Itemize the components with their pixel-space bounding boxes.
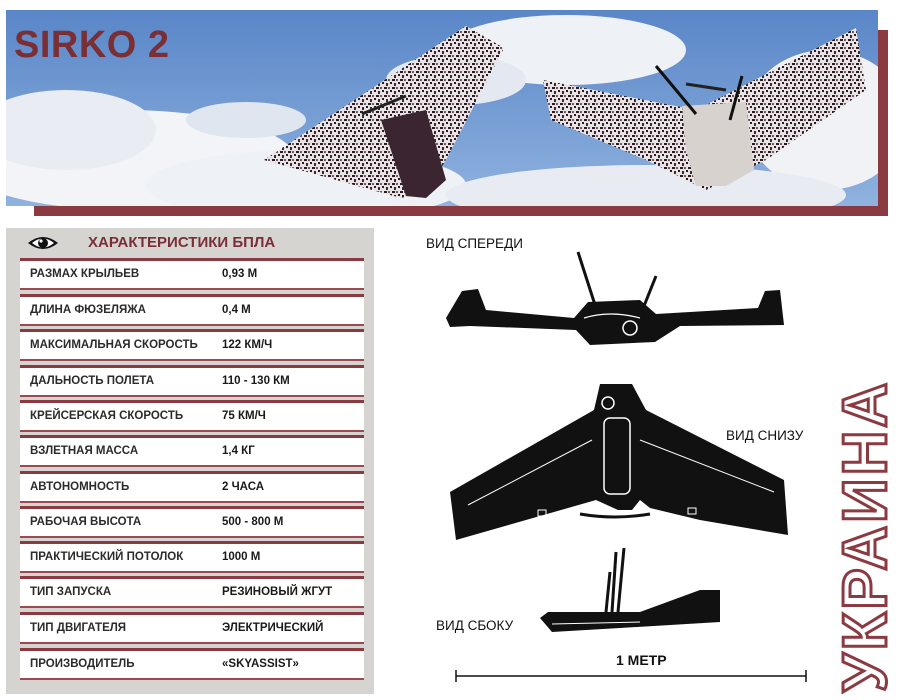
spec-value: «SKYASSIST» <box>222 658 299 670</box>
bottom-view-label: ВИД СНИЗУ <box>726 428 804 443</box>
spec-row: КРЕЙСЕРСКАЯ СКОРОСТЬ 75 КМ/Ч <box>20 400 364 432</box>
spec-label: ДЛИНА ФЮЗЕЛЯЖА <box>30 304 146 316</box>
spec-row: ВЗЛЕТНАЯ МАССА 1,4 КГ <box>20 435 364 467</box>
drone-photo-right <box>543 28 866 190</box>
page-title: SIRKO 2 <box>14 24 170 66</box>
scale-label: 1 МЕТР <box>616 652 667 668</box>
spec-value: 122 КМ/Ч <box>222 339 273 351</box>
spec-value: 0,4 М <box>222 304 251 316</box>
side-view-label: ВИД СБОКУ <box>436 618 514 633</box>
spec-row: ТИП ЗАПУСКА РЕЗИНОВЫЙ ЖГУТ <box>20 576 364 608</box>
spec-label: ТИП ЗАПУСКА <box>30 586 112 598</box>
spec-label: АВТОНОМНОСТЬ <box>30 481 130 493</box>
spec-row: ПРОИЗВОДИТЕЛЬ «SKYASSIST» <box>20 648 364 680</box>
side-lettering: УКРАИНА <box>830 224 900 694</box>
spec-row: АВТОНОМНОСТЬ 2 ЧАСА <box>20 471 364 503</box>
specs-header: ХАРАКТЕРИСТИКИ БПЛА <box>6 228 374 258</box>
specs-panel: ХАРАКТЕРИСТИКИ БПЛА РАЗМАХ КРЫЛЬЕВ 0,93 М… <box>6 228 374 694</box>
spec-value: 0,93 М <box>222 268 258 280</box>
spec-row: ДЛИНА ФЮЗЕЛЯЖА 0,4 М <box>20 294 364 326</box>
spec-value: 75 КМ/Ч <box>222 410 266 422</box>
spec-value: ЭЛЕКТРИЧЕСКИЙ <box>222 622 324 634</box>
spec-label: МАКСИМАЛЬНАЯ СКОРОСТЬ <box>30 339 198 351</box>
drone-photo-left <box>264 26 504 198</box>
spec-label: РАБОЧАЯ ВЫСОТА <box>30 516 142 528</box>
spec-label: ТИП ДВИГАТЕЛЯ <box>30 622 127 634</box>
spec-row: ТИП ДВИГАТЕЛЯ ЭЛЕКТРИЧЕСКИЙ <box>20 612 364 644</box>
spec-value: 2 ЧАСА <box>222 481 265 493</box>
specs-title: ХАРАКТЕРИСТИКИ БПЛА <box>88 234 276 251</box>
side-text: УКРАИНА <box>836 380 896 692</box>
spec-row: МАКСИМАЛЬНАЯ СКОРОСТЬ 122 КМ/Ч <box>20 329 364 361</box>
spec-value: 110 - 130 КМ <box>222 375 290 387</box>
spec-row: ДАЛЬНОСТЬ ПОЛЕТА 110 - 130 КМ <box>20 365 364 397</box>
spec-row: РАБОЧАЯ ВЫСОТА 500 - 800 М <box>20 506 364 538</box>
spec-label: ВЗЛЕТНАЯ МАССА <box>30 445 139 457</box>
spec-label: ДАЛЬНОСТЬ ПОЛЕТА <box>30 375 154 387</box>
spec-value: 1,4 КГ <box>222 445 255 457</box>
spec-row: РАЗМАХ КРЫЛЬЕВ 0,93 М <box>20 258 364 290</box>
side-view-silhouette <box>540 547 720 632</box>
spec-value: 1000 М <box>222 551 261 563</box>
spec-label: ПРАКТИЧЕСКИЙ ПОТОЛОК <box>30 551 184 563</box>
eye-icon <box>26 234 60 257</box>
front-view-silhouette <box>446 251 784 345</box>
spec-label: РАЗМАХ КРЫЛЬЕВ <box>30 268 140 280</box>
scale-bar <box>455 670 807 682</box>
spec-label: ПРОИЗВОДИТЕЛЬ <box>30 658 135 670</box>
banner-photo <box>6 10 878 206</box>
spec-value: РЕЗИНОВЫЙ ЖГУТ <box>222 586 333 598</box>
spec-label: КРЕЙСЕРСКАЯ СКОРОСТЬ <box>30 410 184 422</box>
front-view-label: ВИД СПЕРЕДИ <box>426 236 523 251</box>
spec-row: ПРАКТИЧЕСКИЙ ПОТОЛОК 1000 М <box>20 541 364 573</box>
spec-value: 500 - 800 М <box>222 516 284 528</box>
bottom-view-silhouette <box>450 384 788 540</box>
